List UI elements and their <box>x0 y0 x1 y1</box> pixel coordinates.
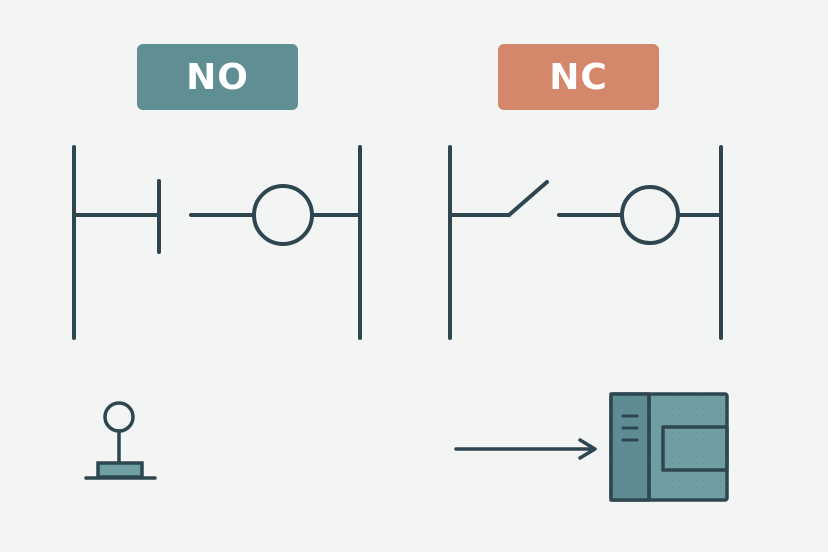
push-button-icon <box>84 401 157 480</box>
nc-label-badge: NC <box>498 44 659 110</box>
nc-switch-blade-icon <box>507 180 549 217</box>
plc-module-icon <box>609 392 729 502</box>
no-label-badge: NO <box>137 44 298 110</box>
arrow-right-icon <box>454 438 597 460</box>
nc-label-text: NC <box>549 56 608 98</box>
no-rung <box>72 145 362 340</box>
no-coil-icon <box>252 184 314 246</box>
nc-rung <box>448 145 723 340</box>
no-label-text: NO <box>186 56 249 98</box>
nc-coil-icon <box>620 185 680 245</box>
